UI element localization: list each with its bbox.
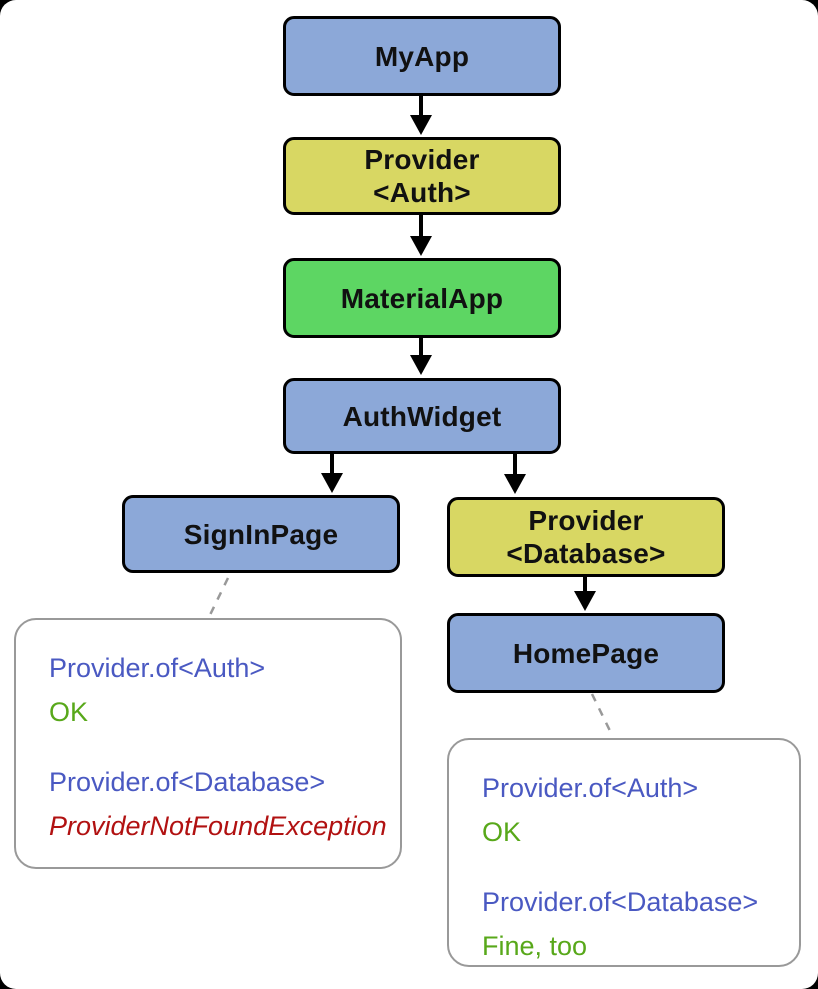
arrow-materialapp-to-authwidget (410, 337, 432, 375)
arrow-authwidget-to-provider-database (504, 453, 526, 494)
node-materialapp-label: MaterialApp (340, 282, 504, 314)
node-signinpage: SignInPage (122, 495, 400, 573)
node-authwidget: AuthWidget (283, 378, 561, 454)
node-provider-auth-label-line2: <Auth> (373, 177, 471, 208)
arrow-provider-database-to-homepage (574, 576, 596, 611)
node-provider-auth: Provider <Auth> (283, 137, 561, 215)
callout-signin-database-result: ProviderNotFoundException (49, 811, 387, 841)
arrow-authwidget-to-signinpage (321, 453, 343, 493)
callout-home-provider-of-database: Provider.of<Database> (482, 887, 759, 917)
callout-home-database-result: Fine, too (482, 931, 588, 961)
callout-signin-auth-result: OK (49, 697, 89, 727)
node-provider-database-label-line2: <Database> (506, 538, 666, 569)
node-homepage: HomePage (447, 613, 725, 693)
callout-signinpage: Provider.of<Auth> OK Provider.of<Databas… (14, 618, 402, 869)
node-signinpage-label: SignInPage (183, 518, 339, 550)
node-materialapp: MaterialApp (283, 258, 561, 338)
callout-signin-provider-of-database: Provider.of<Database> (49, 767, 326, 797)
node-provider-database-label-line1: Provider (528, 505, 644, 536)
callout-homepage: Provider.of<Auth> OK Provider.of<Databas… (447, 738, 801, 967)
dashed-connector-signinpage (207, 577, 230, 618)
node-myapp-label: MyApp (374, 40, 470, 72)
node-provider-database: Provider <Database> (447, 497, 725, 577)
callout-home-auth-result: OK (482, 817, 522, 847)
callout-home-provider-of-auth: Provider.of<Auth> (482, 773, 699, 803)
node-myapp: MyApp (283, 16, 561, 96)
arrow-provider-auth-to-materialapp (410, 214, 432, 256)
dashed-connector-homepage (590, 693, 615, 738)
node-authwidget-label: AuthWidget (342, 400, 502, 432)
node-provider-auth-label-line1: Provider (364, 144, 480, 175)
callout-signin-provider-of-auth: Provider.of<Auth> (49, 653, 266, 683)
node-homepage-label: HomePage (512, 637, 660, 669)
arrow-myapp-to-provider-auth (410, 96, 432, 135)
